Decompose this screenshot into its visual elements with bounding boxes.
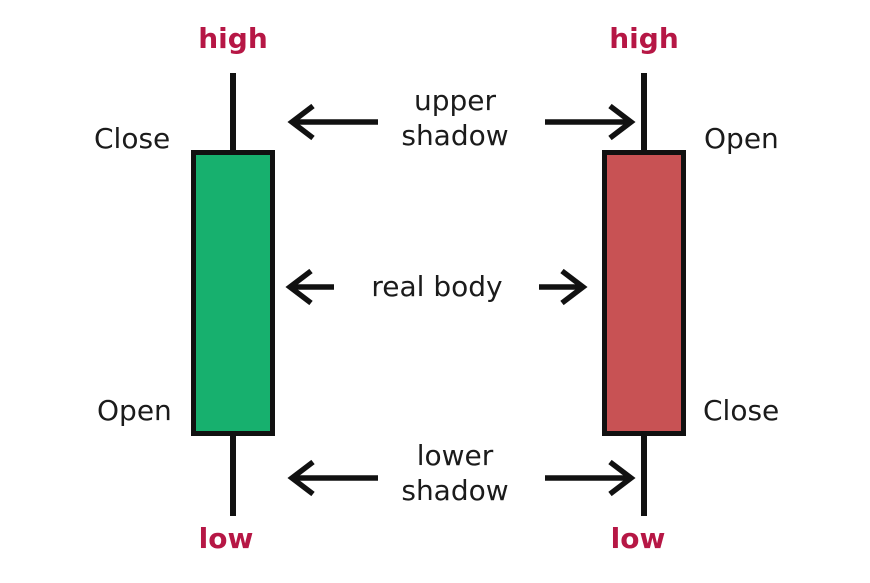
- bullish-lower-wick: [230, 436, 236, 516]
- lower-shadow-label-line2: shadow: [401, 474, 509, 507]
- real-body-left-arrow-icon: [285, 268, 334, 306]
- bullish-open-label: Open: [97, 394, 172, 427]
- bearish-low-label: low: [610, 522, 666, 555]
- bearish-high-label: high: [609, 22, 679, 55]
- upper-shadow-label: upper shadow: [401, 83, 508, 153]
- lower-shadow-label: lower shadow: [401, 438, 508, 508]
- bullish-upper-wick: [230, 73, 236, 150]
- bullish-high-label: high: [198, 22, 268, 55]
- lower-shadow-label-line1: lower: [416, 439, 494, 472]
- bearish-open-label: Open: [704, 122, 779, 155]
- upper-shadow-left-arrow-icon: [287, 103, 378, 141]
- real-body-right-arrow-icon: [539, 268, 588, 306]
- bearish-body: [602, 150, 686, 436]
- real-body-label: real body: [371, 270, 503, 303]
- lower-shadow-left-arrow-icon: [287, 459, 378, 497]
- bearish-close-label: Close: [703, 394, 780, 427]
- bearish-upper-wick: [641, 73, 647, 150]
- bullish-low-label: low: [198, 522, 254, 555]
- upper-shadow-label-line1: upper: [413, 84, 497, 117]
- bullish-close-label: Close: [94, 122, 171, 155]
- lower-shadow-right-arrow-icon: [545, 459, 636, 497]
- upper-shadow-right-arrow-icon: [545, 103, 636, 141]
- bearish-lower-wick: [641, 436, 647, 516]
- bullish-body: [191, 150, 275, 436]
- upper-shadow-label-line2: shadow: [401, 119, 509, 152]
